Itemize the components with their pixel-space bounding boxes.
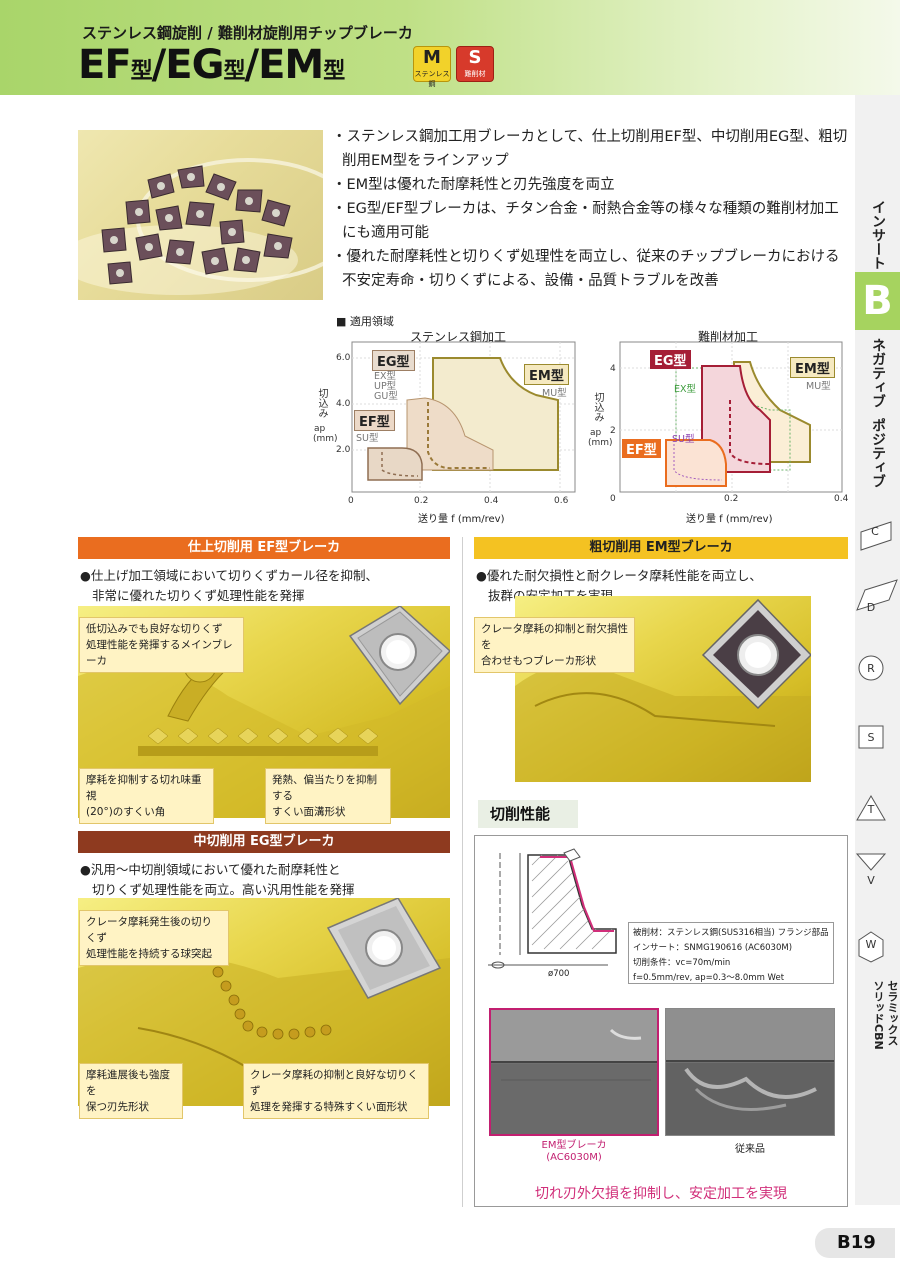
left-x-tick: 0 bbox=[348, 496, 354, 506]
left-mu-label: MU型 bbox=[542, 388, 567, 399]
left-x-tick: 0.4 bbox=[484, 496, 499, 506]
right-ef-region bbox=[665, 439, 727, 487]
ef-callout-rake-angle: 摩耗を抑制する切れ味重視(20°)のすくい角 bbox=[79, 768, 214, 824]
shape-d-icon bbox=[856, 579, 898, 611]
em-result-photo bbox=[489, 1008, 659, 1136]
tab-shape-v[interactable]: V bbox=[867, 874, 875, 887]
workpiece-diagram bbox=[488, 848, 617, 969]
right-y-unit: (mm) bbox=[588, 438, 613, 448]
conventional-result-photo bbox=[665, 1008, 835, 1136]
left-x-tick: 0.2 bbox=[414, 496, 429, 506]
right-su-label: SU型 bbox=[672, 434, 695, 445]
left-y-tick: 2.0 bbox=[336, 445, 351, 455]
feature-bullet: ・EM型は優れた耐摩耗性と刃先強度を両立 bbox=[332, 177, 615, 193]
ef-description: ●仕上げ加工領域において切りくずカール径を抑制、非常に優れた切りくず処理性能を発… bbox=[80, 568, 379, 603]
right-y-tick: 2 bbox=[610, 426, 616, 436]
page-subtitle: ステンレス鋼旋削 / 難削材旋削用チップブレーカ bbox=[82, 24, 413, 42]
shape-w-icon bbox=[858, 931, 884, 963]
ef-callout-main-breaker: 低切込みでも良好な切りくず処理性能を発揮するメインブレーカ bbox=[79, 617, 244, 673]
eg-callout-ball-protrusion: クレータ摩耗発生後の切りくず処理性能を持続する球突起 bbox=[79, 910, 229, 966]
tab-cbn[interactable]: ソリッドCBN bbox=[872, 980, 885, 1050]
ef-section-title: 仕上切削用 EF型ブレーカ bbox=[78, 537, 450, 559]
right-mu-label: MU型 bbox=[806, 381, 831, 392]
left-y-label: 切込み bbox=[316, 388, 327, 418]
tab-insert[interactable]: インサート bbox=[870, 200, 886, 270]
shape-r-icon bbox=[858, 655, 884, 681]
em-photo-caption: EM型ブレーカ(AC6030M) bbox=[541, 1140, 607, 1163]
left-y-tick: 4.0 bbox=[336, 399, 351, 409]
tab-shape-t[interactable]: T bbox=[867, 803, 875, 816]
left-su-label: SU型 bbox=[356, 433, 379, 444]
eg-section-title: 中切削用 EG型ブレーカ bbox=[78, 831, 450, 853]
shape-v-icon bbox=[855, 853, 887, 871]
left-em-label: EM型 bbox=[524, 364, 569, 385]
right-eg-label: EG型 bbox=[650, 350, 691, 369]
right-ef-label: EF型 bbox=[622, 439, 661, 458]
em-section-title: 粗切削用 EM型ブレーカ bbox=[474, 537, 848, 559]
right-y-tick: 4 bbox=[610, 364, 616, 374]
tab-shape-s[interactable]: S bbox=[867, 731, 875, 744]
tab-shape-d[interactable]: D bbox=[866, 601, 876, 614]
insert-product-photo bbox=[78, 130, 323, 300]
tab-negative[interactable]: ネガティブ bbox=[870, 338, 886, 408]
left-ef-region bbox=[367, 447, 423, 481]
eg-description: ●汎用～中切削領域において優れた耐摩耗性と切りくず処理性能を両立。高い汎用性能を… bbox=[80, 862, 355, 897]
left-y-unit-sym: ap bbox=[314, 424, 326, 434]
left-x-label: 送り量 f (mm/rev) bbox=[418, 514, 505, 525]
tab-shape-r[interactable]: R bbox=[867, 662, 875, 675]
left-y-unit: (mm) bbox=[313, 434, 338, 444]
performance-title: 切削性能 bbox=[478, 800, 578, 828]
right-y-label: 切込み bbox=[592, 392, 603, 422]
tab-shape-w[interactable]: W bbox=[865, 938, 877, 951]
feature-bullets: ・ステンレス鋼加工用ブレーカとして、仕上切削用EF型、中切削用EG型、粗切削用E… bbox=[332, 125, 850, 293]
right-su-boundary bbox=[673, 444, 723, 481]
insert-shape-tabs bbox=[855, 521, 898, 963]
graph-legend: ■ 適用領域 bbox=[336, 315, 394, 328]
right-ex-label: EX型 bbox=[674, 384, 697, 395]
page-title: EF型/EG型/EM型 bbox=[78, 42, 345, 88]
right-y-unit-sym: ap bbox=[590, 428, 602, 438]
workpiece-diameter: ø700 bbox=[548, 969, 570, 979]
eg-callout-edge-shape: 摩耗進展後も強度を保つ刃先形状 bbox=[79, 1063, 183, 1119]
page-number: B19 bbox=[815, 1228, 895, 1258]
right-x-tick: 0.2 bbox=[724, 494, 739, 504]
left-ef-label: EF型 bbox=[354, 410, 395, 431]
shape-s-icon bbox=[858, 725, 884, 749]
ef-callout-groove: 発熱、偏当たりを抑制するすくい面溝形状 bbox=[265, 768, 391, 824]
right-x-label: 送り量 f (mm/rev) bbox=[686, 514, 773, 525]
shape-t-icon bbox=[856, 795, 886, 821]
conventional-photo-caption: 従来品 bbox=[735, 1144, 765, 1155]
right-em-label: EM型 bbox=[790, 357, 835, 378]
feature-bullet: ・ステンレス鋼加工用ブレーカとして、仕上切削用EF型、中切削用EG型、粗切削用E… bbox=[332, 129, 848, 169]
right-eg-inner bbox=[729, 400, 771, 465]
right-x-tick: 0.4 bbox=[834, 494, 849, 504]
feature-bullet: ・EG型/EF型ブレーカは、チタン合金・耐熱合金等の様々な種類の難削材加工にも適… bbox=[332, 201, 839, 241]
right-x-tick: 0 bbox=[610, 494, 616, 504]
right-graph-title: 難削材加工 bbox=[698, 330, 759, 344]
tab-section-b[interactable]: B bbox=[855, 272, 900, 330]
left-y-tick: 6.0 bbox=[336, 353, 351, 363]
left-graph-title: ステンレス鋼加工 bbox=[410, 330, 507, 344]
tab-shape-c[interactable]: C bbox=[871, 525, 879, 538]
cutting-conditions: 被削材：ステンレス鋼(SUS316相当) フランジ部品 インサート：SNMG19… bbox=[628, 922, 834, 984]
shape-c-icon bbox=[860, 521, 892, 551]
column-divider bbox=[462, 537, 463, 1207]
left-eg-label: EG型 bbox=[372, 350, 415, 371]
tab-positive[interactable]: ポジティブ bbox=[870, 418, 886, 488]
performance-conclusion: 切れ刃外欠損を抑制し、安定加工を実現 bbox=[535, 1186, 787, 1202]
left-ex-boundary bbox=[427, 402, 490, 470]
em-callout-breaker-shape: クレータ摩耗の抑制と耐欠損性を合わせもつブレーカ形状 bbox=[474, 617, 635, 673]
left-x-tick: 0.6 bbox=[554, 496, 569, 506]
feature-bullet: ・優れた耐摩耗性と切りくず処理性を両立し、従来のチップブレーカにおける不安定寿命… bbox=[332, 249, 840, 289]
tab-ceramic[interactable]: セラミックス bbox=[886, 980, 899, 1046]
eg-callout-rake-face: クレータ摩耗の抑制と良好な切りくず処理を発揮する特殊すくい面形状 bbox=[243, 1063, 429, 1119]
left-su-boundary bbox=[381, 452, 419, 477]
